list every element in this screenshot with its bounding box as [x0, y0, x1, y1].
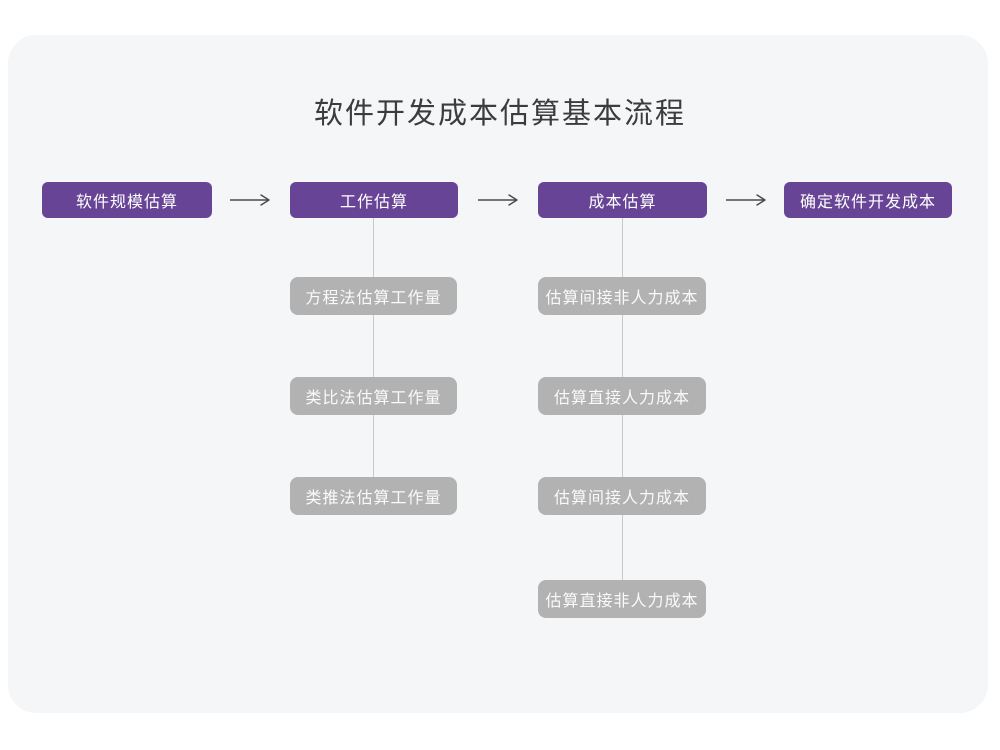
- substep-equation-method: 方程法估算工作量: [290, 277, 457, 315]
- diagram-card: [8, 35, 988, 713]
- substep-direct-non-labor-cost: 估算直接非人力成本: [538, 580, 706, 618]
- substep-extrapolation-method: 类推法估算工作量: [290, 477, 457, 515]
- substep-indirect-labor-cost: 估算间接人力成本: [538, 477, 706, 515]
- connector-line: [373, 218, 374, 496]
- stage-determine-development-cost: 确定软件开发成本: [784, 182, 952, 218]
- flow-arrow-icon: [228, 193, 272, 207]
- stage-software-size-estimation: 软件规模估算: [42, 182, 212, 218]
- stage-cost-estimation: 成本估算: [538, 182, 707, 218]
- substep-indirect-non-labor-cost: 估算间接非人力成本: [538, 277, 706, 315]
- substep-direct-labor-cost: 估算直接人力成本: [538, 377, 706, 415]
- substep-analogy-method: 类比法估算工作量: [290, 377, 457, 415]
- diagram-title: 软件开发成本估算基本流程: [313, 98, 686, 130]
- flow-arrow-icon: [476, 193, 520, 207]
- flow-arrow-icon: [724, 193, 768, 207]
- stage-work-estimation: 工作估算: [290, 182, 458, 218]
